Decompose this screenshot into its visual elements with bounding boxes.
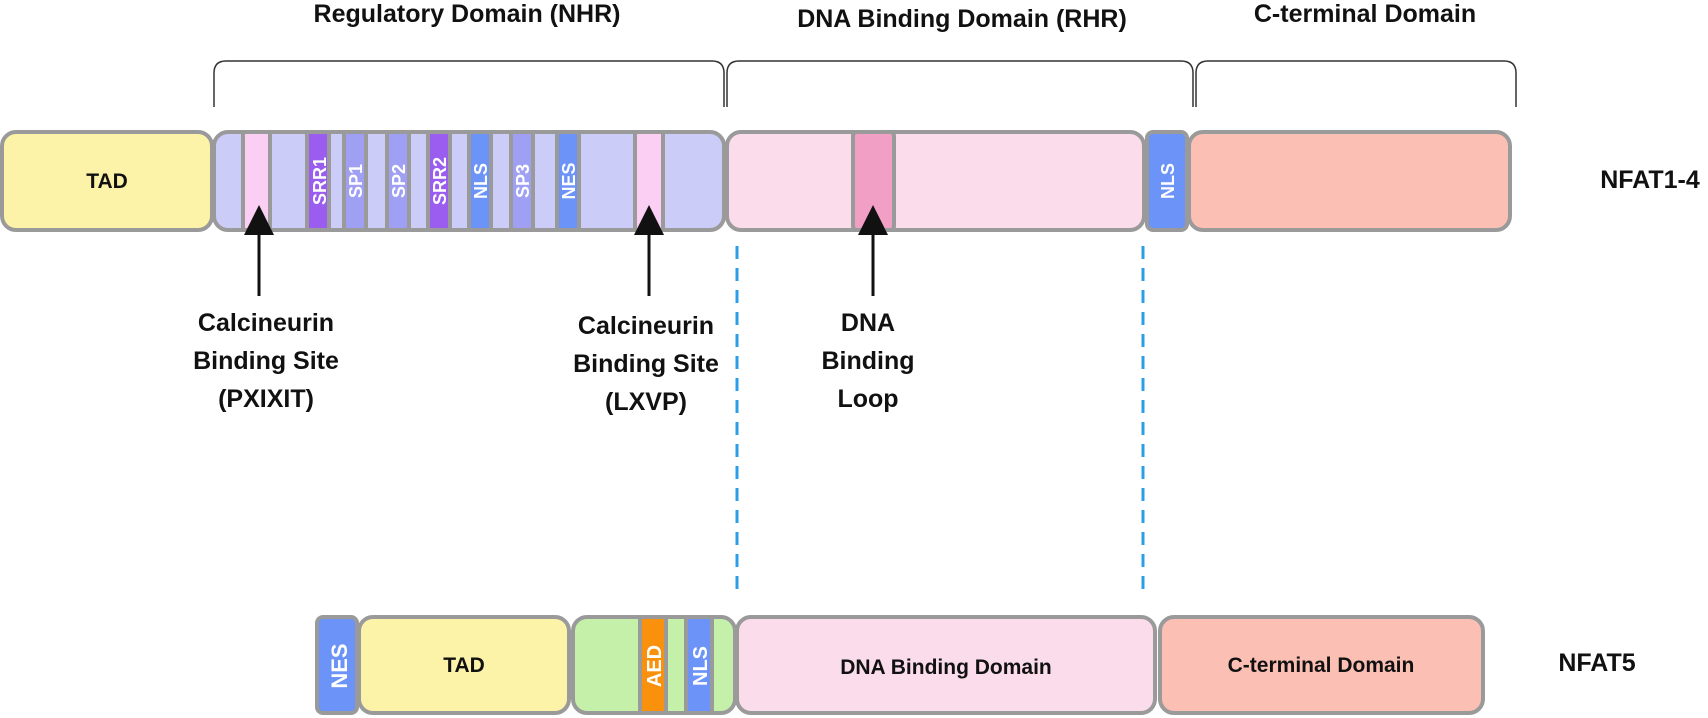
dna-binding-loop-block [851,130,896,232]
aed-block [638,615,668,715]
dna-loop-annotation-line-1: DNA [841,309,895,337]
pxixit-annotation-line-3: (PXIXIT) [218,385,314,413]
lxvp-annotation-line-3: (LXVP) [605,388,687,416]
nfat5-tad-block [357,615,571,715]
dna-binding-domain-title: DNA Binding Domain (RHR) [797,5,1127,33]
lxvp-annotation-line-2: Binding Site [573,350,719,378]
pxixit-annotation-line-1: Calcineurin [198,309,334,337]
nfat5-dna-binding-label: DNA Binding Domain [840,656,1052,679]
nfat5-label: NFAT5 [1558,649,1635,677]
nls-motif-1 [467,130,493,232]
nfat5-nes-label: NES [327,643,352,688]
srr2-label: SRR2 [430,157,450,205]
aed-label: AED [644,645,666,687]
nes-label: NES [559,162,579,199]
srr1-motif [305,130,331,232]
nfat1-4-label: NFAT1-4 [1600,166,1700,194]
nfat1-4-c-terminal-block [1187,130,1512,232]
nes-motif [555,130,581,232]
srr2-motif [426,130,452,232]
nfat5-c-terminal-block [1158,615,1485,715]
c-terminal-domain-title: C-terminal Domain [1254,0,1476,28]
dna-binding-bracket [726,60,1194,107]
nfat1-4-tad-label: TAD [86,170,128,193]
dna-loop-annotation-line-3: Loop [837,385,898,413]
nfat5-tad-label: TAD [443,654,485,677]
regulatory-domain-title: Regulatory Domain (NHR) [314,0,621,28]
srr1-label: SRR1 [310,157,330,205]
nfat5-dna-binding-block [735,615,1157,715]
sp2-label: SP2 [389,164,409,198]
regulatory-bracket [213,60,725,107]
sp1-motif [342,130,368,232]
pxixit-site-block [241,130,272,232]
c-terminal-bracket [1195,60,1517,107]
lxvp-annotation-line-1: Calcineurin [578,312,714,340]
sp3-label: SP3 [513,164,533,198]
sp2-motif [385,130,411,232]
sp1-label: SP1 [346,164,366,198]
nfat5-nls-label: NLS [690,646,712,686]
pxixit-annotation-line-2: Binding Site [193,347,339,375]
sp3-motif [509,130,535,232]
nfat5-c-terminal-label: C-terminal Domain [1228,654,1415,677]
lxvp-site-block [633,130,665,232]
nls-label-2: NLS [1158,163,1178,199]
nfat5-nls-block [684,615,714,715]
nls-label-1: NLS [471,163,491,199]
nfat1-4-dna-binding-block [725,130,1146,232]
dna-loop-annotation-line-2: Binding [821,347,914,375]
